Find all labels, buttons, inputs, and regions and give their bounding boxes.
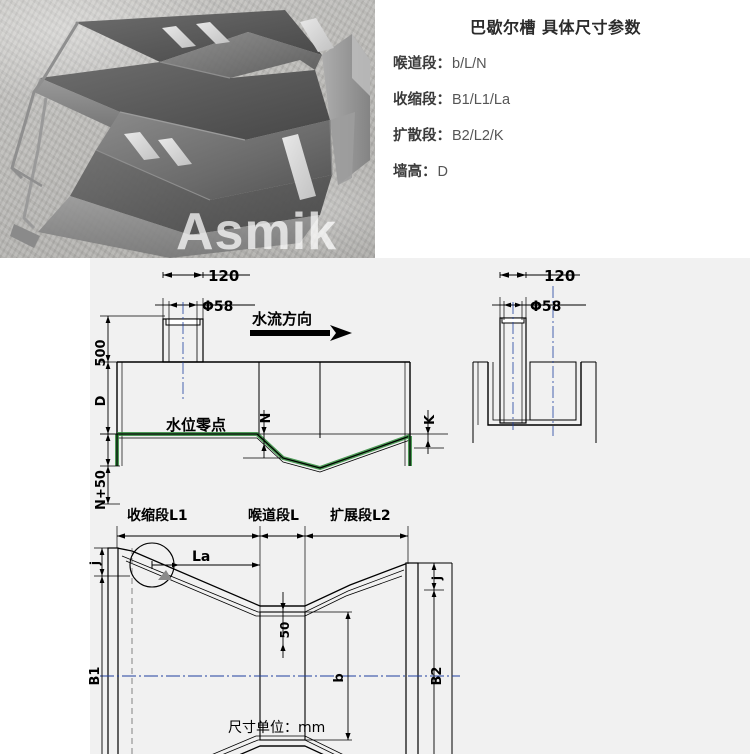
- label-unit-note: 尺寸单位：mm: [228, 720, 325, 736]
- elevation-view: [100, 272, 448, 505]
- label-flow-direction: 水流方向: [252, 310, 312, 328]
- spec-value-wallheight: D: [437, 164, 448, 180]
- label-water-level-zero: 水位零点: [166, 416, 226, 434]
- label-dim-50: 50: [278, 622, 292, 639]
- label-segment-diverging: 扩展段L2: [330, 507, 391, 524]
- spec-list: 喉道段： b/L/N 收缩段： B1/L1/La 扩散段： B2/L2/K 墙高…: [393, 52, 733, 196]
- label-dim-B2: B2: [430, 667, 445, 686]
- product-photo: Asmik: [0, 0, 375, 258]
- label-dim-La: La: [192, 549, 210, 565]
- label-dim-N: N: [259, 413, 274, 424]
- label-dim-N50: N+50: [94, 470, 109, 510]
- spec-value-throat: b/L/N: [452, 56, 487, 72]
- spec-row-wallheight: 墙高： D: [393, 160, 733, 181]
- spec-row-throat: 喉道段： b/L/N: [393, 52, 733, 73]
- label-dim-500: 500: [94, 339, 109, 366]
- label-dim-j-top-left: j: [88, 561, 102, 566]
- flow-arrow-icon: [250, 325, 352, 341]
- spec-panel: 巴歇尔槽 具体尺寸参数 喉道段： b/L/N 收缩段： B1/L1/La 扩散段…: [375, 0, 750, 258]
- spec-row-diverging: 扩散段： B2/L2/K: [393, 124, 733, 145]
- label-dim-j-top-right: j: [430, 576, 444, 581]
- flume-photo-illustration: [10, 10, 370, 258]
- page-title: 巴歇尔槽 具体尺寸参数: [469, 18, 642, 37]
- label-segment-converging: 收缩段L1: [127, 507, 188, 524]
- label-dim-B1: B1: [88, 667, 103, 686]
- spec-value-diverging: B2/L2/K: [452, 128, 504, 144]
- drawing-left-margin: [0, 258, 90, 754]
- label-dim-K: K: [423, 414, 438, 425]
- label-dim-D: D: [94, 395, 109, 406]
- label-dim-120-endview: 120: [544, 267, 575, 285]
- technical-drawing: 120 Φ58 500 D N+50 N K 水流方向 水位零点 120 Φ58…: [88, 267, 597, 754]
- label-dim-phi58-elevation: Φ58: [202, 299, 233, 315]
- label-segment-throat: 喉道段L: [248, 507, 299, 524]
- plan-view: [94, 526, 460, 754]
- spec-label-diverging: 扩散段：: [393, 128, 451, 144]
- spec-label-throat: 喉道段：: [393, 56, 451, 72]
- spec-label-converging: 收缩段：: [393, 92, 451, 108]
- spec-label-wallheight: 墙高：: [393, 164, 437, 180]
- spec-row-converging: 收缩段： B1/L1/La: [393, 88, 733, 109]
- end-section-view: [472, 272, 597, 443]
- label-dim-phi58-endview: Φ58: [530, 299, 561, 315]
- label-dim-120-elevation: 120: [208, 267, 239, 285]
- spec-value-converging: B1/L1/La: [452, 92, 511, 108]
- label-dim-b: b: [332, 673, 347, 682]
